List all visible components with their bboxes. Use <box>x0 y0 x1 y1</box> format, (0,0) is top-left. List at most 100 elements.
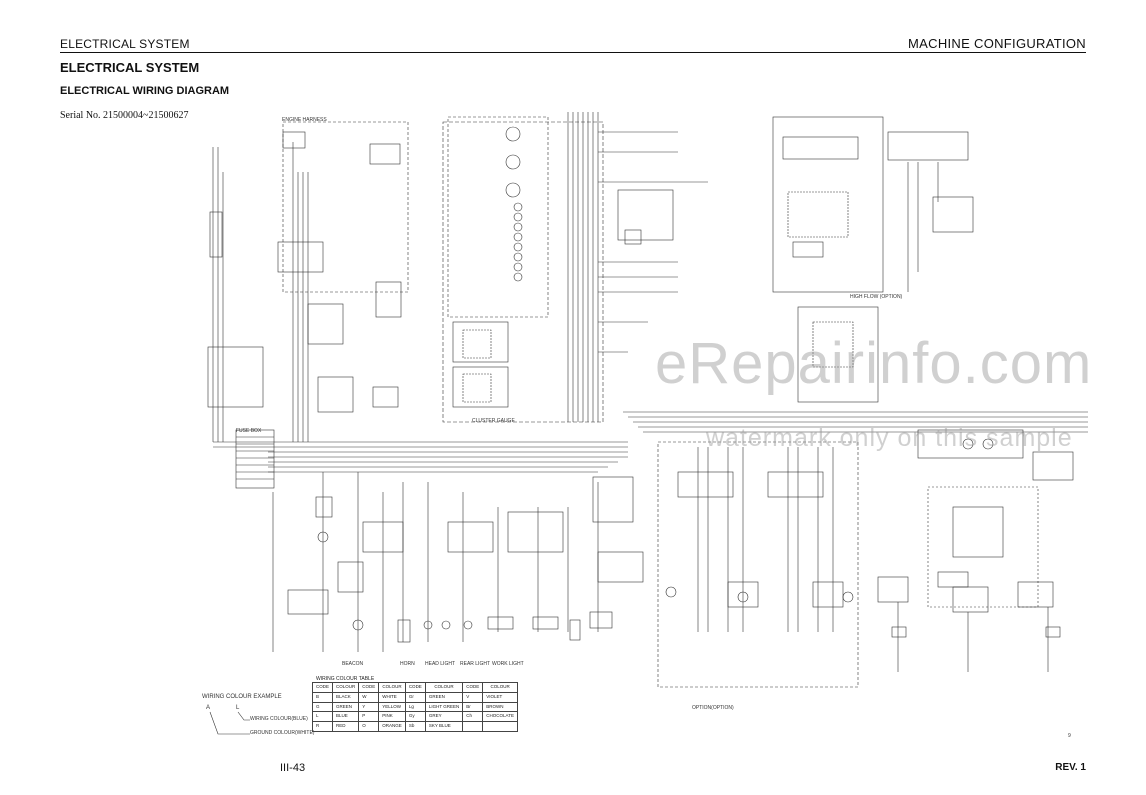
work-light-label: WORK LIGHT <box>492 661 524 667</box>
connector-block <box>375 281 402 318</box>
table-cell: CHOCOLATE <box>482 711 518 723</box>
cluster-gauges <box>505 126 521 198</box>
table-cell: O <box>358 721 380 732</box>
fuse-box-label: FUSE BOX <box>236 428 262 434</box>
solenoid-box-b <box>952 586 989 613</box>
fuse-box-column <box>235 429 275 489</box>
head-light-label: HEAD LIGHT <box>425 661 456 667</box>
table-cell: V <box>462 691 484 703</box>
cluster-indicator-lamps <box>513 202 523 282</box>
right-option-frame <box>927 486 1039 608</box>
table-header: CODE <box>462 682 484 693</box>
option-relay-right <box>932 196 974 233</box>
table-cell: G <box>311 701 334 713</box>
cluster-gauge-label: CLUSTER GAUGE <box>472 418 515 424</box>
option-connector-a <box>677 471 734 498</box>
high-flow-connector <box>782 136 859 160</box>
fuse-block-left <box>207 346 264 408</box>
table-row: L BLUE P PINK Gy GREY Ch CHOCOLATE <box>311 711 518 723</box>
lock-relay-box <box>592 476 634 523</box>
cluster-feed-bus <box>567 112 599 422</box>
table-cell: BROWN <box>482 701 518 713</box>
table-cell: YELLOW <box>378 701 406 713</box>
table-cell: RED <box>332 721 360 732</box>
emergency-stop-switch-box <box>452 321 509 363</box>
table-row: G GREEN Y YELLOW Lg LIGHT GREEN Br BROWN <box>311 701 518 713</box>
page-number: III-43 <box>280 762 306 774</box>
solenoid-box-c <box>1017 581 1054 608</box>
table-row: B BLACK W WHITE Gr GREEN V VIOLET <box>311 691 518 703</box>
table-cell: LIGHT GREEN <box>424 701 464 713</box>
starter-relay-box <box>369 143 401 165</box>
header-section-title: ELECTRICAL SYSTEM <box>60 37 190 51</box>
table-cell: R <box>311 721 334 732</box>
alternator-box <box>209 211 223 258</box>
serial-number: Serial No. 21500004~21500627 <box>60 110 189 121</box>
table-header: CODE <box>311 682 334 693</box>
table-cell: P <box>358 711 380 723</box>
table-cell: ORANGE <box>378 721 406 732</box>
head-light-symbol <box>423 620 433 630</box>
pilot-relay-box <box>307 303 344 345</box>
rear-light-label: REAR LIGHT <box>460 661 491 667</box>
cluster-gauge-frame <box>447 116 549 318</box>
table-cell: Sb <box>404 721 426 732</box>
table-cell: WHITE <box>378 691 406 703</box>
table-cell: Br <box>462 701 484 713</box>
table-cell: Lg <box>404 701 426 713</box>
table-header: CODE <box>358 682 380 693</box>
option-wires <box>697 447 834 632</box>
wiring-example-leader-lines <box>209 711 250 735</box>
table-cell: VIOLET <box>482 691 518 703</box>
table-cell: Y <box>358 701 380 713</box>
wiring-colour-table: WIRING COLOUR TABLE CODE COLOUR CODE COL… <box>311 676 518 732</box>
table-cell: GREEN <box>424 691 464 703</box>
left-harness-bus <box>212 142 309 442</box>
header-chapter-title: MACHINE CONFIGURATION <box>908 36 1086 51</box>
bottom-branch-wires <box>272 472 599 652</box>
table-header: COLOUR <box>424 682 464 693</box>
cluster-gauge-outer <box>442 121 604 423</box>
right-option-relay <box>952 506 1004 558</box>
watermark-sub: watermark only on this sample <box>706 424 1073 452</box>
right-relay-pair <box>1032 451 1074 481</box>
beacon-switch <box>397 619 411 643</box>
option-frame <box>657 441 859 688</box>
engine-harness-frame <box>282 121 409 293</box>
wiring-diagram <box>198 112 1098 752</box>
table-cell: B <box>311 691 334 703</box>
page-title: ELECTRICAL SYSTEM <box>60 60 200 75</box>
wiring-example-title: WIRING COLOUR EXAMPLE <box>202 694 282 700</box>
right-connector-block <box>917 429 1024 459</box>
table-cell: GREEN <box>332 701 360 713</box>
pressure-switch <box>337 561 364 593</box>
engine-harness-label: ENGINE HARNESS <box>282 117 327 123</box>
wiring-example-wire: WIRING COLOUR(BLUE) <box>250 716 308 722</box>
horn-relay-box <box>317 376 354 413</box>
high-flow-frame <box>772 116 884 293</box>
table-cell: BLUE <box>332 711 360 723</box>
watermark-main: eRepairinfo.com <box>655 331 1093 396</box>
option-relay-b <box>812 581 844 608</box>
option-relay-a <box>727 581 759 608</box>
table-cell: Gy <box>404 711 426 723</box>
main-horizontal-bus <box>213 441 628 473</box>
right-middle-bus <box>623 411 1088 433</box>
option-connector-b <box>767 471 824 498</box>
page-subtitle: ELECTRICAL WIRING DIAGRAM <box>60 85 230 97</box>
wiper-motor <box>317 531 329 543</box>
diode-pack <box>315 496 333 518</box>
rear-light-relay <box>507 511 564 553</box>
wiring-example-l: L <box>236 705 240 711</box>
high-flow-relay <box>787 191 849 238</box>
solenoid-box-a <box>877 576 909 603</box>
table-header-row: CODE COLOUR CODE COLOUR CODE COLOUR CODE… <box>311 682 518 693</box>
table-header: CODE <box>404 682 426 693</box>
table-cell: W <box>358 691 380 703</box>
table-header: COLOUR <box>332 682 360 693</box>
buzzer-box <box>287 589 329 615</box>
top-right-connectors <box>598 131 708 353</box>
table-cell: GREY <box>424 711 464 723</box>
table-row: R RED O ORANGE Sb SKY BLUE <box>311 721 518 732</box>
option-label: OPTION(OPTION) <box>692 705 734 711</box>
